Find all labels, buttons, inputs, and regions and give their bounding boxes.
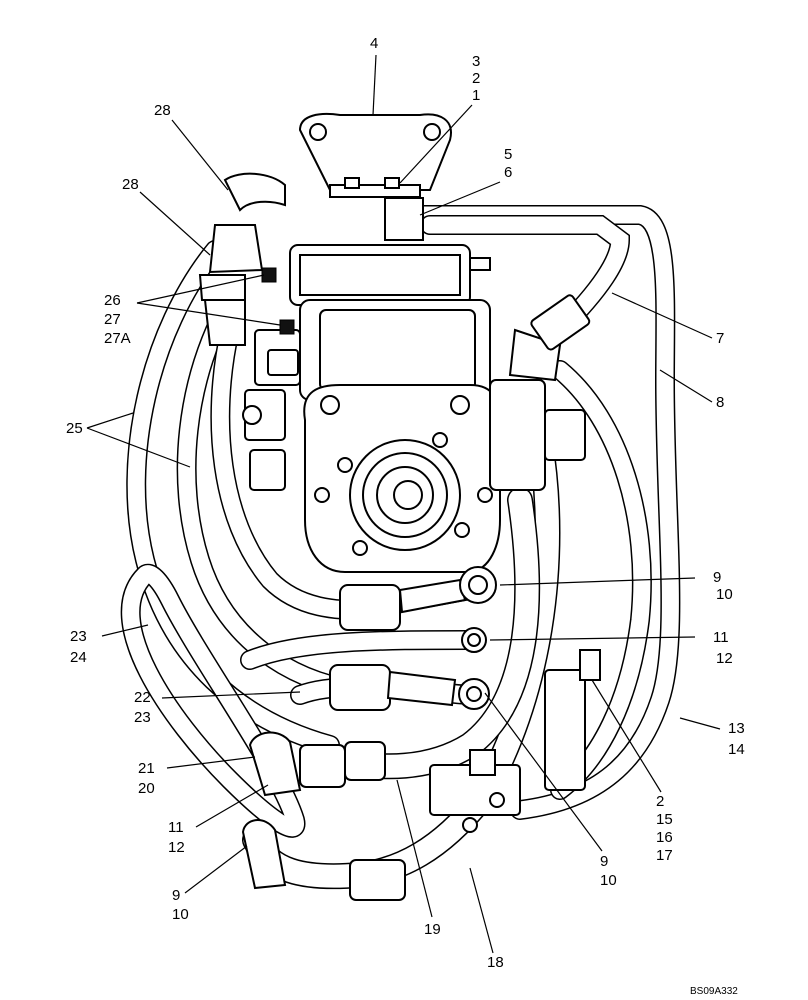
callout-23-lower: 23 <box>134 709 151 726</box>
callout-12-upper: 12 <box>716 650 733 667</box>
callout-9-middle: 9 <box>600 853 608 870</box>
callout-8: 8 <box>716 394 724 411</box>
callout-9-upper: 9 <box>713 569 721 586</box>
fitting-7 <box>530 294 591 351</box>
mounting-bracket <box>298 112 452 191</box>
drawing-code: BS09A332 <box>690 986 738 997</box>
callout-labels: 4 3 2 1 5 6 28 28 26 27 27A 7 8 25 9 10 … <box>66 35 745 997</box>
pump-shaft <box>393 480 423 510</box>
valve-block <box>429 649 601 833</box>
callout-1: 1 <box>472 87 480 104</box>
elbow-9-10-lower <box>241 819 287 890</box>
callout-19: 19 <box>424 921 441 938</box>
lower-fittings <box>241 566 601 901</box>
pump-assembly <box>198 112 591 573</box>
connector-26-27 <box>261 267 299 376</box>
fitting-19 <box>299 741 386 788</box>
port-block <box>489 379 546 491</box>
callout-20: 20 <box>138 780 155 797</box>
callout-26: 26 <box>104 292 121 309</box>
callout-6: 6 <box>504 164 512 181</box>
callout-28-lower: 28 <box>122 176 139 193</box>
callout-12-lower: 12 <box>168 839 185 856</box>
callout-17: 17 <box>656 847 673 864</box>
elbow-fittings-28 <box>198 172 286 346</box>
callout-14: 14 <box>728 741 745 758</box>
callout-28-upper: 28 <box>154 102 171 119</box>
fitting-18 <box>349 859 406 901</box>
callout-24: 24 <box>70 649 87 666</box>
leader-lines <box>86 54 721 954</box>
callout-27a: 27A <box>104 330 131 347</box>
callout-9-lower: 9 <box>172 887 180 904</box>
callout-10-middle: 10 <box>600 872 617 889</box>
callout-2: 2 <box>472 70 480 87</box>
elbow-21-20 <box>248 731 302 797</box>
callout-16: 16 <box>656 829 673 846</box>
callout-4: 4 <box>370 35 378 52</box>
callout-15: 15 <box>656 811 673 828</box>
callout-23-upper: 23 <box>70 628 87 645</box>
fitting-9-10-upper <box>339 566 497 631</box>
callout-7: 7 <box>716 330 724 347</box>
hose-group <box>120 205 681 890</box>
callout-18: 18 <box>487 954 504 971</box>
callout-3: 3 <box>472 53 480 70</box>
callout-10-upper: 10 <box>716 586 733 603</box>
callout-25: 25 <box>66 420 83 437</box>
callout-11-lower: 11 <box>168 819 184 836</box>
fitting-11-12 <box>461 627 487 653</box>
callout-10-lower: 10 <box>172 906 189 923</box>
callout-11-upper: 11 <box>713 629 729 646</box>
clamp <box>384 197 424 241</box>
callout-13: 13 <box>728 720 745 737</box>
fitting-9-10-middle <box>329 664 490 711</box>
callout-2-lower: 2 <box>656 793 664 810</box>
callout-21: 21 <box>138 760 155 777</box>
callout-22: 22 <box>134 689 151 706</box>
callout-27: 27 <box>104 311 121 328</box>
callout-5: 5 <box>504 146 512 163</box>
